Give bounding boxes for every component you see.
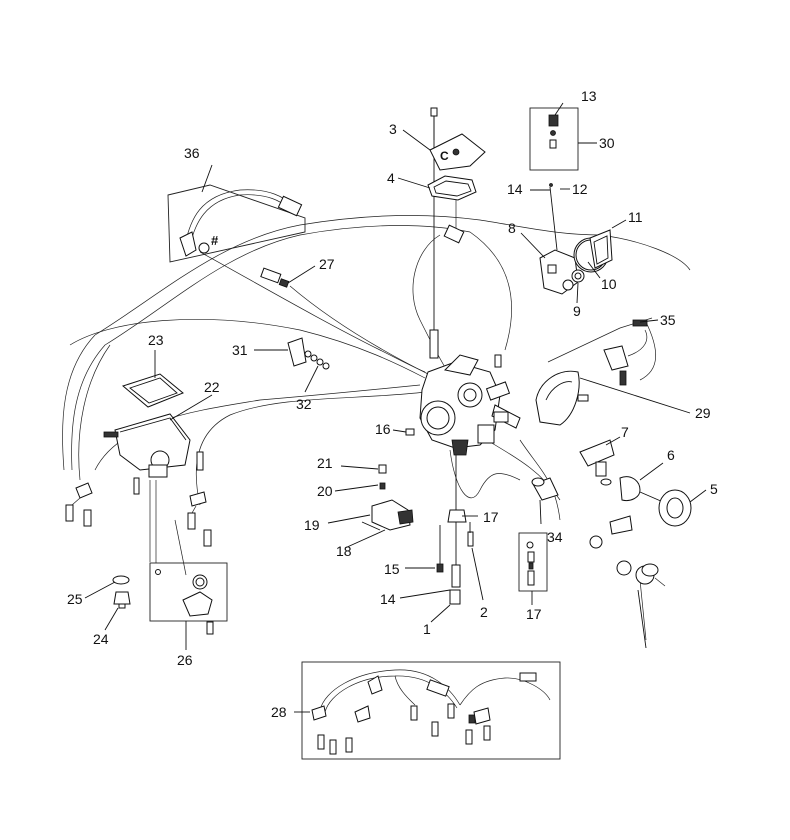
parts-box-27 xyxy=(149,480,228,635)
top-cover-parts: C xyxy=(427,107,486,330)
sensor-box-36: # xyxy=(167,184,306,263)
callout-5: 5 xyxy=(710,481,718,497)
callout-32: 31 xyxy=(232,342,248,358)
callout-15: 15 xyxy=(384,561,400,577)
callout-25: 24 xyxy=(93,631,109,647)
callout-17b: 17 xyxy=(526,606,542,622)
callout-35: 35 xyxy=(660,312,676,328)
callout-24: 23 xyxy=(148,332,164,348)
callout-7: 7 xyxy=(621,424,629,440)
callout-28: 27 xyxy=(319,256,335,272)
part-34 xyxy=(493,411,559,501)
callout-22: 21 xyxy=(317,455,333,471)
callout-33: 32 xyxy=(296,396,312,412)
callout-34: 34 xyxy=(547,529,563,545)
callout-13: 13 xyxy=(581,88,597,104)
callout-30: 29 xyxy=(695,405,711,421)
callout-8: 8 xyxy=(508,220,516,236)
callout-16: 16 xyxy=(375,421,391,437)
callout-9: 9 xyxy=(573,303,581,319)
callout-10: 10 xyxy=(601,276,617,292)
part-35 xyxy=(603,319,648,371)
fitting-32-33 xyxy=(287,337,330,370)
callout-31: 30 xyxy=(599,135,615,151)
fitting-28 xyxy=(260,267,290,288)
callout-20: 19 xyxy=(304,517,320,533)
callout-27: 26 xyxy=(177,652,193,668)
callout-18: 17 xyxy=(483,509,499,525)
hash-mark: # xyxy=(211,233,219,248)
linkage-parts-right xyxy=(589,515,666,649)
callout-14-bottom: 14 xyxy=(380,591,396,607)
pump-assembly xyxy=(539,183,613,295)
callout-36: 36 xyxy=(184,145,200,161)
callout-6: 6 xyxy=(667,447,675,463)
cap-marking-c: C xyxy=(440,149,449,163)
jets-assembly xyxy=(436,455,474,605)
callout-11: 11 xyxy=(628,209,643,225)
callout-14-top: 14 xyxy=(507,181,523,197)
parts-17 xyxy=(518,532,548,592)
hose-ends-left xyxy=(65,482,212,547)
parts-box-29 xyxy=(301,661,561,760)
float-bowl-23-24 xyxy=(103,373,204,495)
screw-16 xyxy=(405,428,415,436)
callout-labels: 3 4 13 30 14 12 11 8 10 9 36 27 31 32 23… xyxy=(67,88,718,720)
callout-21: 20 xyxy=(317,483,333,499)
throttle-cover-30 xyxy=(535,370,627,426)
callout-1: 1 xyxy=(423,621,431,637)
hose-routing-lines xyxy=(62,215,691,641)
drain-plug-25-26 xyxy=(112,575,131,609)
callout-26: 25 xyxy=(67,591,83,607)
cluster-19-22 xyxy=(361,464,414,531)
callout-12: 12 xyxy=(572,181,588,197)
callout-29: 28 xyxy=(271,704,287,720)
callout-19: 18 xyxy=(336,543,352,559)
throttle-shaft-5-6-7 xyxy=(579,439,692,527)
carburetor-body xyxy=(419,329,521,456)
callout-2: 2 xyxy=(480,604,488,620)
leader-lines xyxy=(84,102,707,713)
callout-3: 3 xyxy=(389,121,397,137)
callout-23: 22 xyxy=(204,379,220,395)
parts-box-13-31 xyxy=(529,107,579,171)
callout-4: 4 xyxy=(387,170,395,186)
